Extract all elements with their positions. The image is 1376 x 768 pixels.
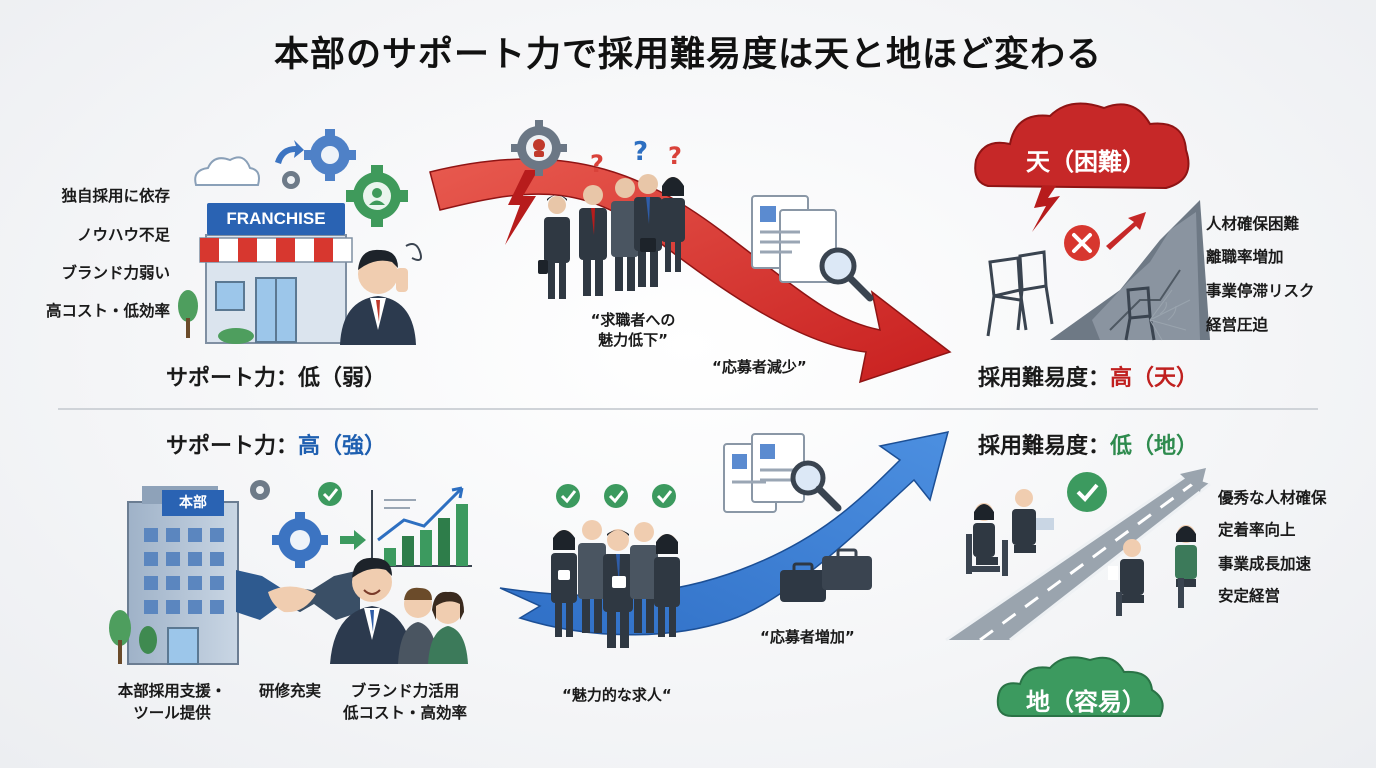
difficulty-label: 採用難易度： — [978, 434, 1111, 459]
outcome-item: 経営圧迫 — [1206, 316, 1269, 334]
franchise-store-sign: FRANCHISE — [207, 203, 345, 235]
gear-icon — [511, 120, 567, 176]
caption-hq-support: 本部採用支援・ ツール提供 — [117, 682, 227, 723]
quote-appeal-decline: “求職者への 魅力低下” — [590, 311, 676, 350]
quote-attractive-job: “魅力的な求人“ — [562, 686, 672, 704]
magnifier-icon — [819, 247, 874, 302]
decline-arrow — [429, 158, 952, 384]
caption-brand: ブランド力活用 低コスト・高効率 — [342, 682, 467, 723]
worried-businessman — [340, 243, 422, 345]
difficulty-value: 高（天） — [1110, 366, 1199, 391]
difficulty-level-top: 採用難易度：高（天） — [978, 360, 1198, 392]
cloud-icon — [996, 656, 1164, 717]
check-icon — [1067, 472, 1107, 512]
outcome-item: 離職率増加 — [1206, 248, 1284, 266]
outcome-item: 人材確保困難 — [1206, 215, 1300, 233]
caption-training: 研修充実 — [258, 682, 321, 700]
business-people-group-top — [538, 174, 685, 299]
gear-icon — [282, 171, 300, 189]
issue-item: 高コスト・低効率 — [45, 302, 170, 320]
handshake-icon — [236, 570, 360, 620]
empty-chairs — [986, 250, 1156, 341]
support-value: 高（強） — [298, 434, 387, 459]
cloud-icon — [194, 156, 260, 186]
issue-item: 独自採用に依存 — [61, 187, 170, 205]
outcome-item: 事業停滞リスク — [1206, 282, 1315, 300]
support-level-top: サポート力：低（弱） — [166, 360, 386, 392]
smiling-team — [330, 557, 468, 664]
meeting-people — [966, 489, 1197, 616]
quote-applicants-decrease: “応募者減少” — [712, 358, 807, 376]
magnifier-icon — [790, 460, 842, 512]
page-title: 本部のサポート力で採用難易度は天と地ほど変わる — [273, 35, 1102, 75]
hq-building-sign: 本部 — [162, 490, 224, 516]
outcome-item: 事業成長加速 — [1218, 555, 1312, 573]
question-mark-icon: ? — [590, 150, 604, 178]
cloud-label-heaven: 天（困難） — [1026, 148, 1146, 176]
question-mark-icon: ? — [633, 137, 648, 167]
cobweb — [1149, 289, 1191, 341]
check-icon — [318, 482, 342, 506]
outcome-item: 定着率向上 — [1218, 521, 1296, 539]
difficulty-label: 採用難易度： — [978, 366, 1111, 391]
cloud-label-earth: 地（容易） — [1026, 688, 1146, 716]
support-label: サポート力： — [166, 366, 299, 391]
question-mark-icon: ? — [668, 142, 682, 170]
bar-chart-icon — [371, 486, 472, 567]
difficulty-value: 低（地） — [1110, 434, 1199, 459]
support-value: 低（弱） — [298, 366, 387, 391]
road — [945, 468, 1211, 642]
outcome-item: 優秀な人材確保 — [1218, 489, 1327, 507]
resume-icon — [723, 433, 805, 513]
quote-applicants-increase: “応募者増加” — [760, 628, 855, 646]
support-level-bottom: サポート力：高（強） — [166, 428, 386, 460]
cross-icon — [1064, 225, 1100, 261]
gear-icon — [304, 129, 356, 181]
gear-icon — [272, 512, 328, 568]
franchise-store — [178, 234, 353, 344]
section-divider — [58, 408, 1318, 410]
outcome-item: 安定経営 — [1218, 587, 1281, 605]
difficulty-level-bottom: 採用難易度：低（地） — [978, 428, 1198, 460]
check-icon — [556, 484, 676, 508]
gear-icon — [346, 165, 408, 227]
cloud-icon — [974, 102, 1190, 232]
issue-item: ブランド力弱い — [61, 264, 170, 282]
issue-item: ノウハウ不足 — [76, 226, 170, 244]
lightning-icon — [505, 170, 538, 245]
support-label: サポート力： — [166, 434, 299, 459]
gear-icon — [250, 480, 270, 500]
business-people-group-bottom — [551, 520, 680, 648]
briefcase-icon — [780, 548, 872, 602]
